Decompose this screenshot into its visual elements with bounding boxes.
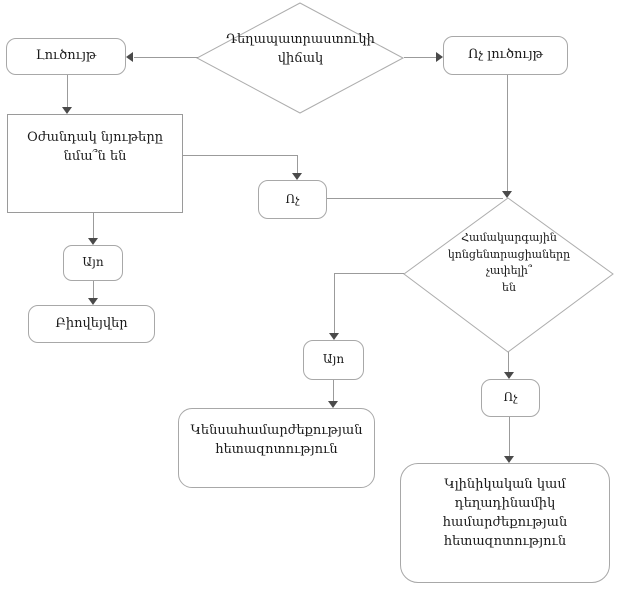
connector-diamond-yesmid-hline	[334, 273, 404, 274]
decision-systemic-concentrations-label: Համակարգային կոնցենտրացիաները չափելի՞ են	[447, 231, 571, 294]
connector-diamond-noright-line	[508, 352, 509, 372]
arrowhead-into-no-mid	[292, 173, 302, 180]
connector-excipients-no-hline	[183, 155, 298, 156]
decision-drug-state-shape	[196, 2, 405, 114]
connector-nomid-diamond-line	[327, 198, 503, 199]
connector-drugstate-solution-line	[134, 57, 198, 58]
arrowhead-into-biowaiver	[88, 298, 98, 305]
arrowhead-into-no-right	[504, 372, 514, 379]
connector-drugstate-notsolution-line	[404, 57, 436, 58]
connector-yes-biowaiver-line	[93, 281, 94, 298]
node-biowaiver: Բիովեյվեր	[28, 305, 155, 343]
arrowhead-into-solution	[126, 52, 133, 62]
node-yes-mid: Այո	[303, 340, 364, 380]
node-no-mid: Ոչ	[258, 180, 327, 219]
node-not-solution: Ոչ լուծույթ	[443, 36, 568, 75]
connector-excipients-no-vline	[297, 155, 298, 173]
arrowhead-into-yes-left	[88, 238, 98, 245]
connector-excipients-yes-line	[93, 213, 94, 238]
node-clinical-study: Կլինիկական կամ դեղադինամիկ համարժեքությա…	[400, 463, 610, 583]
connector-notsolution-diamond-line	[507, 75, 508, 191]
connector-yesmid-bioeq-line	[333, 380, 334, 401]
decision-drug-state-label: Դեղապատրաստուկի վիճակ	[226, 31, 375, 67]
node-yes-left: Այո	[63, 245, 123, 281]
arrowhead-into-bioequivalence	[328, 401, 338, 408]
arrowhead-into-not-solution	[436, 52, 443, 62]
arrowhead-into-clinical	[504, 456, 514, 463]
arrowhead-into-systemic-diamond	[502, 191, 512, 198]
arrowhead-into-yes-mid	[329, 333, 339, 340]
connector-solution-excipients-line	[67, 75, 68, 107]
node-excipients-similar: Օժանդակ նյութերը նմա՞ն են	[7, 114, 183, 213]
connector-noright-clinical-line	[509, 417, 510, 456]
node-bioequivalence-study: Կենսահամարժեքության հետազոտություն	[178, 408, 375, 488]
arrowhead-into-excipients	[62, 107, 72, 114]
node-solution: Լուծույթ	[6, 38, 126, 75]
connector-diamond-yesmid-vline	[334, 273, 335, 333]
node-no-right: Ոչ	[481, 379, 540, 417]
